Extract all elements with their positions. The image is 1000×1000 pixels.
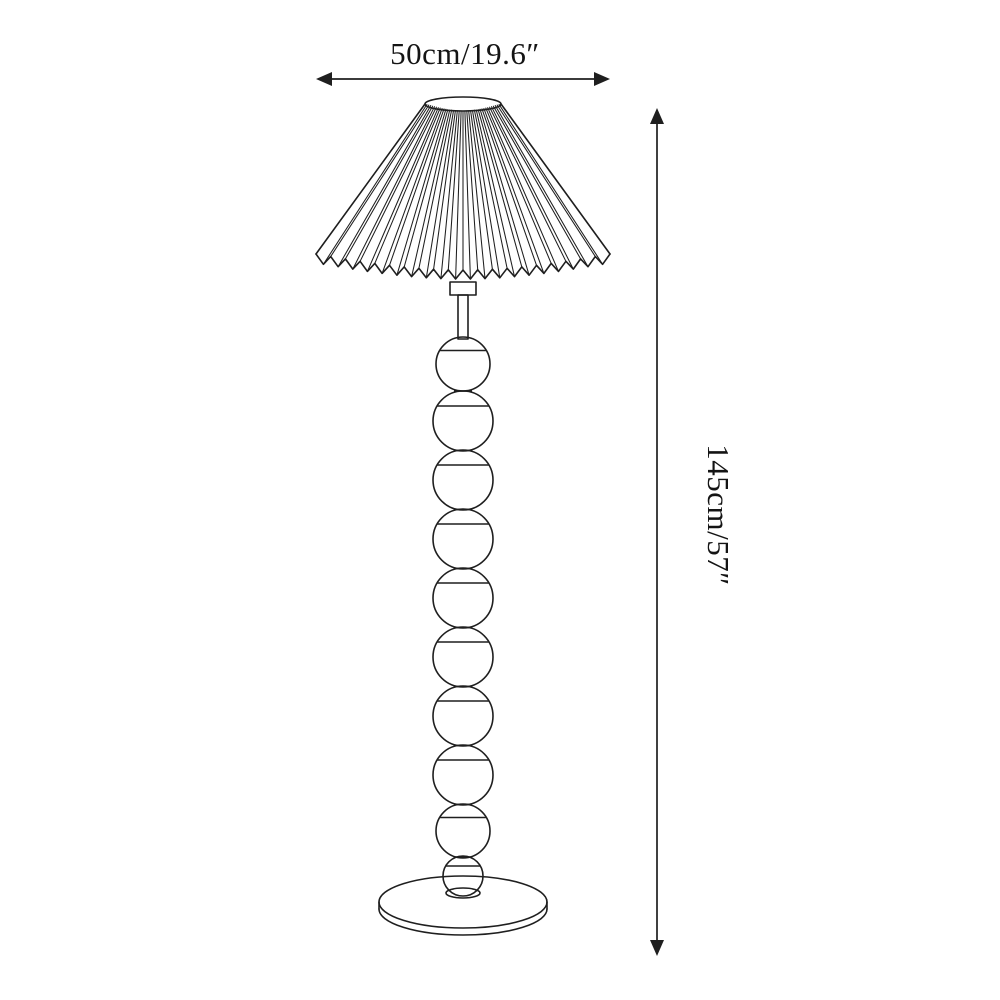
pleat-line — [492, 105, 582, 260]
pleat-line — [388, 108, 445, 266]
shade-top-rim — [424, 96, 502, 112]
pleat-line — [487, 107, 560, 272]
shade-pleats — [315, 103, 611, 280]
lamp-shade — [315, 96, 611, 280]
pleat-line — [447, 110, 460, 271]
arrowhead-left-icon — [316, 72, 332, 86]
pleat-line — [455, 110, 462, 280]
base-bead-seat — [445, 887, 481, 899]
pleat-line — [494, 105, 589, 268]
pleat-line — [403, 109, 449, 268]
pleat-line — [500, 103, 611, 255]
stem-bead — [432, 744, 494, 806]
stem-bead — [432, 626, 494, 688]
pleat-line — [433, 110, 456, 270]
stem-bead — [432, 390, 494, 452]
lamp-base — [378, 875, 548, 936]
pleat-line — [475, 109, 516, 278]
neck-rod — [457, 294, 469, 340]
pleat-line — [322, 103, 428, 265]
stem-bead — [432, 508, 494, 570]
pleat-line — [477, 109, 523, 268]
pleat-line — [471, 109, 501, 279]
pleat-line — [381, 107, 443, 274]
pleat-line — [337, 105, 432, 268]
stem-bead — [432, 449, 494, 511]
shade-hem-zigzag — [315, 253, 611, 280]
pleat-line — [479, 108, 530, 276]
base-top — [378, 875, 548, 929]
pleat-line — [440, 110, 458, 280]
arrowhead-up-icon — [650, 108, 664, 124]
width-dimension-label: 50cm/19.6″ — [390, 36, 540, 71]
arrowhead-down-icon — [650, 940, 664, 956]
pleat-line — [315, 103, 426, 255]
pleat-line — [496, 104, 596, 258]
stem-bead — [432, 567, 494, 629]
pleat-line — [464, 110, 471, 280]
height-dimension: 145cm/57″ — [650, 108, 736, 956]
stem-bead — [435, 336, 491, 392]
pleat-line — [498, 103, 604, 265]
pleat-line — [411, 109, 451, 278]
width-dimension: 50cm/19.6″ — [316, 36, 610, 86]
pleat-line — [366, 107, 439, 272]
pleat-line — [396, 108, 447, 276]
pleat-line — [470, 110, 493, 270]
arrowhead-right-icon — [594, 72, 610, 86]
socket-collar — [449, 281, 477, 296]
stem-beads — [432, 336, 494, 897]
height-dimension-label: 145cm/57″ — [701, 444, 736, 585]
pleat-line — [483, 107, 545, 274]
pleat-line — [485, 107, 552, 264]
pleat-line — [490, 106, 574, 270]
pleat-line — [473, 109, 508, 269]
pleat-line — [418, 109, 453, 269]
pleat-line — [468, 110, 486, 280]
pleat-line — [481, 108, 538, 266]
lamp-neck — [449, 281, 477, 340]
pleat-line — [352, 106, 436, 270]
pleat-line — [374, 107, 441, 264]
pleat-line — [330, 104, 430, 258]
pleat-line — [344, 105, 434, 260]
pleat-line — [425, 109, 455, 279]
pleat-line — [359, 106, 437, 262]
pleat-line — [489, 106, 567, 262]
base-bottom — [378, 908, 548, 936]
pleat-line — [466, 110, 479, 271]
stem-bead — [435, 803, 491, 859]
stem-bead — [432, 685, 494, 747]
